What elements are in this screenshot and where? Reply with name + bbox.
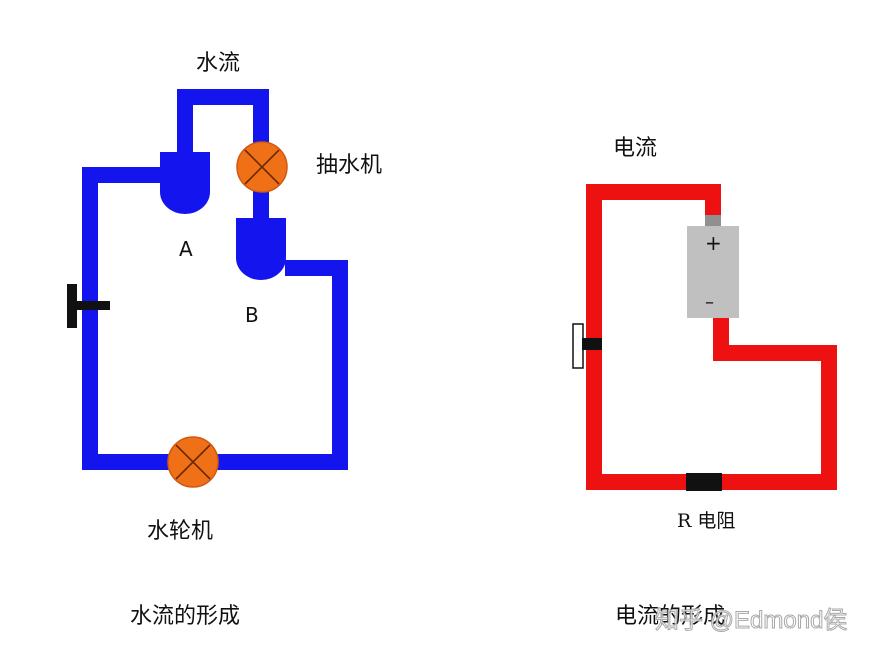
watermark: 知乎 @Edmond侯 bbox=[655, 607, 847, 634]
water-pipe-left-loop bbox=[82, 167, 348, 470]
battery-minus-label: – bbox=[705, 292, 714, 313]
water-circuit: 水流 抽水机 A B 水轮机 水流的形成 bbox=[67, 51, 382, 629]
electric-current-label: 电流 bbox=[613, 136, 657, 161]
switch-icon bbox=[572, 323, 602, 369]
valve-handle-icon bbox=[67, 284, 110, 328]
pump-icon bbox=[236, 141, 288, 193]
pump-label: 抽水机 bbox=[316, 153, 382, 178]
turbine-label: 水轮机 bbox=[147, 519, 213, 544]
chamber-a-shape bbox=[160, 152, 210, 214]
water-flow-label: 水流 bbox=[196, 51, 240, 76]
turbine-icon bbox=[167, 436, 219, 488]
water-caption: 水流的形成 bbox=[130, 604, 240, 629]
water-pipe bbox=[82, 89, 348, 470]
battery-plus-label: + bbox=[705, 231, 722, 255]
chamber-a-label: A bbox=[179, 237, 193, 261]
resistor-icon bbox=[686, 473, 722, 491]
electric-circuit: + – 电流 R 电阻 电流的形成 bbox=[572, 136, 837, 629]
electric-caption: 电流的形成 bbox=[615, 604, 725, 629]
battery-icon bbox=[687, 215, 739, 318]
chamber-b-shape bbox=[236, 218, 286, 280]
resistor-label: R 电阻 bbox=[677, 510, 735, 532]
chamber-b-label: B bbox=[245, 303, 259, 327]
